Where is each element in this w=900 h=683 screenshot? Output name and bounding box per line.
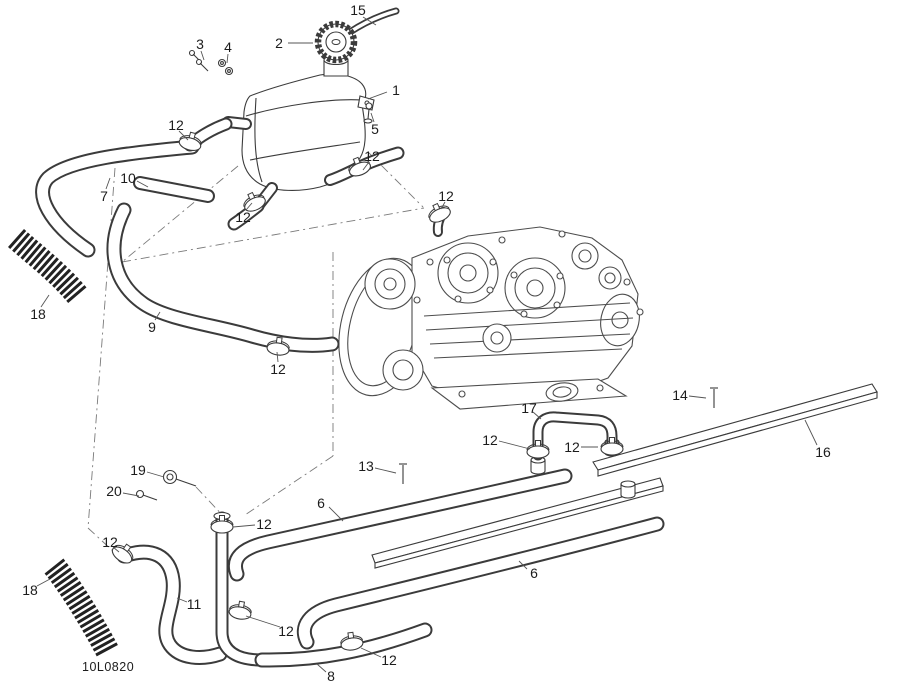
hose-9 xyxy=(106,202,340,353)
rail-16 xyxy=(592,383,878,477)
standpipe xyxy=(213,511,269,667)
vent-hose xyxy=(346,7,400,36)
hose-10 xyxy=(133,176,215,203)
screw-20 xyxy=(135,489,158,501)
hose-8 xyxy=(254,622,433,668)
hose-6-lower xyxy=(296,516,665,650)
bracket-19 xyxy=(162,469,197,487)
screws xyxy=(188,49,209,72)
engine xyxy=(338,207,644,410)
leader-lines xyxy=(36,16,818,673)
washers xyxy=(217,58,234,76)
hose-7 xyxy=(35,139,200,258)
tank-cap xyxy=(314,20,358,64)
hose-6-upper xyxy=(228,468,573,582)
coolant-tank xyxy=(183,54,405,231)
hose-11 xyxy=(116,544,228,665)
rail-lower xyxy=(371,477,664,569)
drawing-code: 10L0820 xyxy=(82,660,135,674)
ribbed-hose-top xyxy=(7,229,88,304)
screw-5 xyxy=(363,102,373,124)
pins xyxy=(399,387,718,484)
ribbed-hose-bottom xyxy=(44,558,119,658)
u-pipe xyxy=(532,411,618,461)
